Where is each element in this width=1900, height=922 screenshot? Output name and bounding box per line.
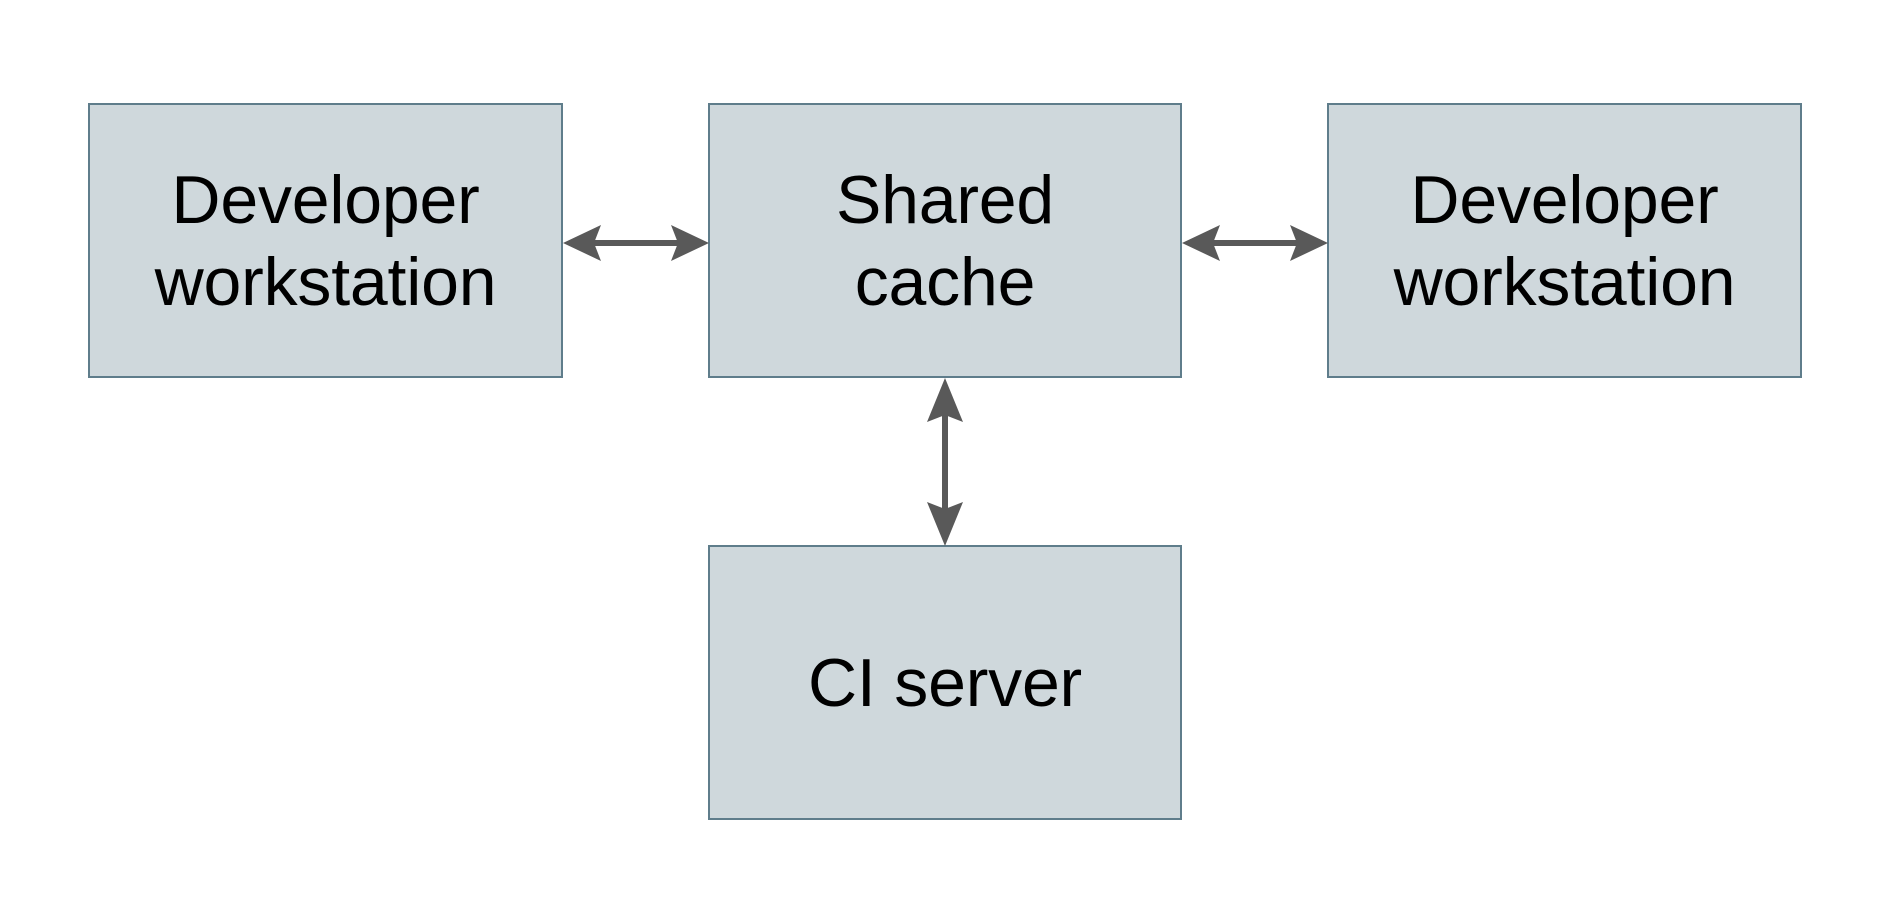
- edge-shared-cache-to-ci-server[interactable]: [918, 376, 972, 548]
- node-label: CI server: [807, 644, 1083, 721]
- node-label: Developer workstation: [154, 161, 497, 320]
- double-arrow-vertical-icon: [927, 378, 963, 546]
- node-developer-workstation-right[interactable]: Developer workstation: [1327, 103, 1802, 378]
- node-shared-cache[interactable]: Shared cache: [708, 103, 1182, 378]
- node-label: Shared cache: [835, 161, 1055, 320]
- edge-dev-left-to-shared-cache[interactable]: [561, 216, 711, 270]
- node-label: Developer workstation: [1393, 161, 1736, 320]
- node-developer-workstation-left[interactable]: Developer workstation: [88, 103, 563, 378]
- node-ci-server[interactable]: CI server: [708, 545, 1182, 820]
- double-arrow-horizontal-icon: [563, 225, 709, 261]
- edge-shared-cache-to-dev-right[interactable]: [1180, 216, 1330, 270]
- double-arrow-horizontal-icon: [1182, 225, 1328, 261]
